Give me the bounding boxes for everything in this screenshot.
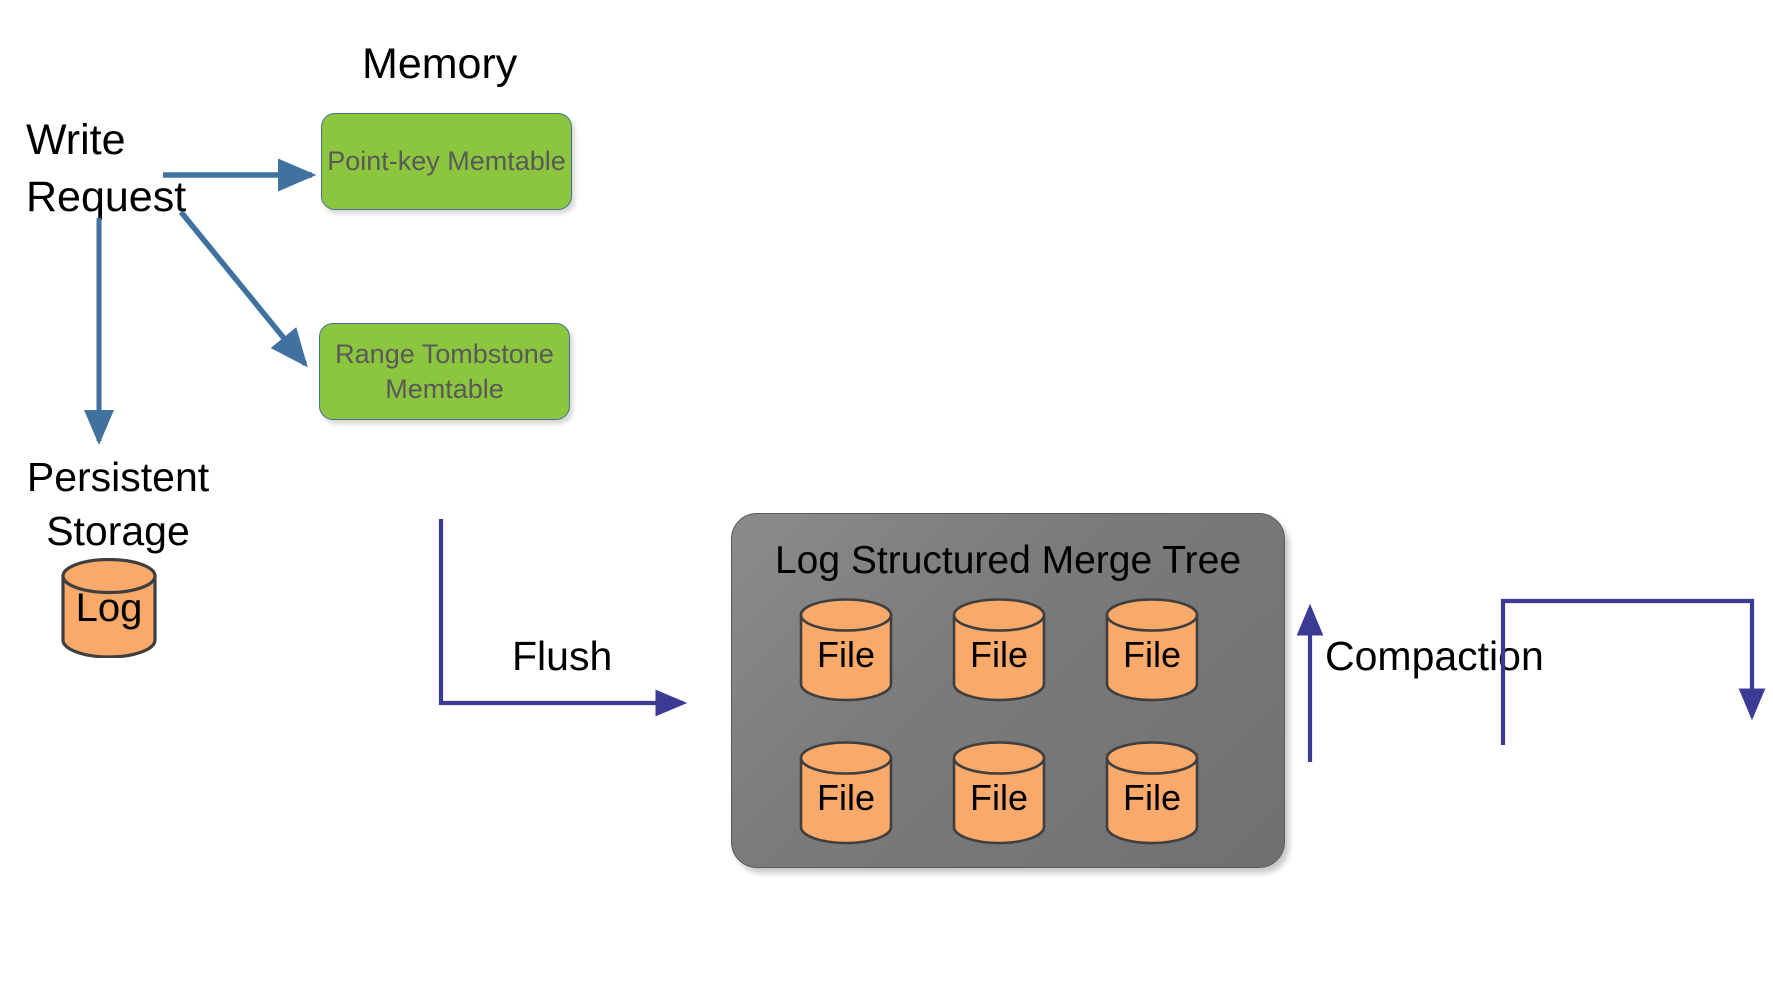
lsm-file-cylinder[interactable]: File [798, 598, 894, 703]
arrow-write-to-range-tombstone-memtable [178, 210, 308, 368]
cylinder-shape-icon [952, 741, 1046, 845]
lsm-file-cylinder[interactable]: File [798, 741, 894, 846]
lsm-file-label: File [969, 777, 1028, 818]
range-tombstone-memtable-box[interactable]: Range Tombstone Memtable [319, 323, 570, 420]
log-cylinder[interactable]: Log [60, 558, 158, 658]
persistent-storage-label: Persistent Storage [26, 454, 210, 555]
log-cylinder-label: Log [75, 586, 143, 630]
lsm-tree-title: Log Structured Merge Tree [774, 539, 1242, 582]
write-request-line2: Request [26, 172, 187, 221]
flush-label: Flush [512, 633, 613, 679]
range-tombstone-memtable-label: Range Tombstone Memtable [335, 338, 554, 404]
cylinder-shape-icon [1105, 741, 1199, 845]
lsm-file-cylinder[interactable]: File [951, 598, 1047, 703]
point-key-memtable-box[interactable]: Point-key Memtable [321, 113, 572, 210]
write-request-line1: Write [26, 116, 126, 164]
log-structured-merge-tree-box[interactable]: Log Structured Merge Tree File File File [731, 513, 1285, 868]
point-key-memtable-label: Point-key Memtable [327, 146, 566, 177]
lsm-file-label: File [816, 777, 875, 818]
lsm-file-label: File [816, 634, 875, 675]
cylinder-shape-icon [799, 741, 893, 845]
lsm-file-cylinder[interactable]: File [951, 741, 1047, 846]
lsm-file-label: File [1122, 634, 1181, 675]
cylinder-shape-icon [61, 558, 157, 658]
lsm-file-cylinder[interactable]: File [1104, 741, 1200, 846]
lsm-file-label: File [969, 634, 1028, 675]
lsm-file-label: File [1122, 777, 1181, 818]
lsm-file-cylinder[interactable]: File [1104, 598, 1200, 703]
cylinder-shape-icon [1105, 598, 1199, 702]
cylinder-shape-icon [952, 598, 1046, 702]
cylinder-shape-icon [799, 598, 893, 702]
memory-section-title: Memory [362, 40, 518, 88]
compaction-label: Compaction [1325, 633, 1544, 679]
arrow-compaction-loop [1296, 598, 1766, 762]
